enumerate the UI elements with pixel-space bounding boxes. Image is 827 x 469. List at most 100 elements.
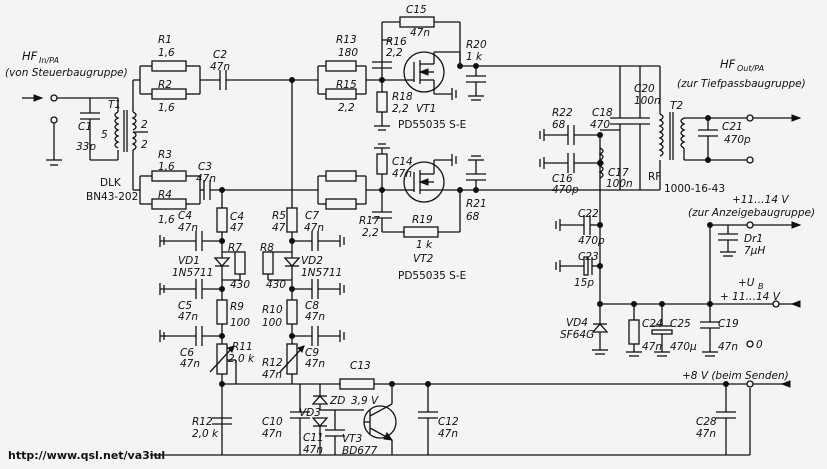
c8-ref: C8 xyxy=(305,300,319,312)
r19-ref: R18 xyxy=(392,91,413,103)
c21-value: 470 xyxy=(590,119,610,131)
r19-value: 2,2 xyxy=(392,103,409,115)
r8-value: 430 xyxy=(266,279,286,291)
c18-value: 68 xyxy=(466,211,480,223)
input-terminal[interactable] xyxy=(50,94,58,102)
vt1-ref: VT1 xyxy=(416,103,436,115)
c12-value: 47n xyxy=(303,444,323,456)
c23-ref: C21 xyxy=(722,121,743,133)
vd1-type: 1N5711 xyxy=(172,267,213,279)
c5-value: 47n xyxy=(178,311,198,323)
r10-ref: R10 xyxy=(262,304,283,316)
ub-label: +U xyxy=(738,277,755,289)
c3-ref: C3 xyxy=(198,161,212,173)
ub-arrow-icon xyxy=(790,300,801,308)
c2-value: 47n xyxy=(210,61,230,73)
c1-value: 33p xyxy=(76,141,96,153)
t1-turns-sec2: 2 xyxy=(141,139,148,151)
r14-ref: C24 xyxy=(642,318,663,330)
r5-ref: C4 xyxy=(230,211,244,223)
r9-value: 100 xyxy=(230,317,250,329)
t2-core1: RF xyxy=(648,171,661,183)
display-terminal[interactable] xyxy=(746,221,754,229)
out-title-sub: Out/PA xyxy=(737,64,764,73)
r11-value: 2,0 k xyxy=(228,353,255,365)
t2-core2: 1000-16-43 xyxy=(664,183,725,195)
regulator: ZD 3,9 V VD3 C11 47n VT3 BD677 C13 47n 4… xyxy=(150,360,791,457)
c6-ref: C6 xyxy=(180,347,194,359)
dr1-ref: C17 xyxy=(608,167,629,179)
vd4-type: SF64G xyxy=(560,329,594,341)
r11-ref: R11 xyxy=(232,341,253,353)
c24-value: 470p xyxy=(578,235,605,247)
send-voltage: +8 V (beim Senden) xyxy=(682,370,789,382)
r7-value: 430 xyxy=(230,279,250,291)
c20-ref: R22 xyxy=(552,107,573,119)
vt2-type: PD55035 S-E xyxy=(398,270,466,282)
c16-value: 1 k xyxy=(466,51,483,63)
output-terminal[interactable] xyxy=(746,114,754,122)
c7-value: 47n xyxy=(304,222,324,234)
r4-value: 1,6 xyxy=(158,214,175,226)
out-dest: (zur Tiefpassbaugruppe) xyxy=(677,78,806,90)
vd2-type: 1N5711 xyxy=(301,267,342,279)
t1-ref: T1 xyxy=(108,99,121,111)
send-terminal[interactable] xyxy=(746,380,754,388)
r3-ref: R3 xyxy=(158,149,172,161)
c2-ref: C2 xyxy=(213,49,227,61)
c3-value: 47n xyxy=(196,173,216,185)
c22-ref: C20 xyxy=(634,83,655,95)
r14-value: 47n xyxy=(642,341,662,353)
c9-ref: C9 xyxy=(305,347,319,359)
r16-ref: R15 xyxy=(336,79,357,91)
send-arrow-icon xyxy=(780,380,791,388)
c1-ref: C1 xyxy=(78,121,92,133)
vt2-symbol xyxy=(403,161,445,203)
r6-ref: R5 xyxy=(272,210,286,222)
c5-ref: C5 xyxy=(178,300,192,312)
output-section: R22 68 C16 470p C17 100n C18 470 C20 100… xyxy=(539,57,806,225)
bias-network: C4 47 47 C4 47n VD1 1N5711 R7 430 C5 47n… xyxy=(159,207,345,455)
input-ground-terminal[interactable] xyxy=(50,116,58,124)
output-arrow-icon xyxy=(791,114,802,122)
gnd-label: 0 xyxy=(756,339,763,351)
vd4-ref: VD4 xyxy=(566,317,588,329)
display-arrow-icon xyxy=(791,221,802,229)
c4-value: 47n xyxy=(178,222,198,234)
r6-value: 47 xyxy=(272,222,286,234)
vd3-ref: VD3 xyxy=(299,407,321,419)
input-arrow-icon xyxy=(33,94,44,102)
out-title: HF xyxy=(720,57,736,71)
gnd-terminal[interactable] xyxy=(746,340,754,348)
r8-ref: R8 xyxy=(260,242,274,254)
r15-value: 180 xyxy=(338,47,358,59)
input-resistor-network: R1 1,6 R2 1,6 R3 1,6 R4 1,6 C2 47n C3 47… xyxy=(139,34,318,226)
r21-ref: C15 xyxy=(406,4,427,16)
c20-value: 68 xyxy=(552,119,566,131)
c27-value: 47n xyxy=(718,341,738,353)
vt2-ref: VT2 xyxy=(413,253,434,265)
c10-ref: R12 xyxy=(192,416,213,428)
c22-value: 100n xyxy=(634,95,661,107)
r2-value: 1,6 xyxy=(158,102,175,114)
output-ground-terminal[interactable] xyxy=(746,156,754,164)
c14-ref: R16 xyxy=(386,36,407,48)
c26-ref: C25 xyxy=(670,318,691,330)
r2-ref: R2 xyxy=(158,79,172,91)
display-voltage: +11…14 V xyxy=(732,194,789,206)
r4-ref: R4 xyxy=(158,189,172,201)
c4-ref: C4 xyxy=(178,210,192,222)
r16-value: 2,2 xyxy=(338,102,355,114)
footer-url[interactable]: http://www.qsl.net/va3iul xyxy=(8,449,165,462)
c18-ref: R21 xyxy=(466,198,487,210)
ub-voltage: + 11…14 V xyxy=(720,291,781,303)
c10-value: 2,0 k xyxy=(192,428,219,440)
r1-value: 1,6 xyxy=(158,47,175,59)
c19-ref: Dr1 xyxy=(744,233,763,245)
c25-ref: C23 xyxy=(578,251,599,263)
zd-label: ZD xyxy=(329,395,345,407)
r20-ref: C14 xyxy=(392,156,413,168)
c28-value: 47n xyxy=(696,428,716,440)
vt1-type: PD55035 S-E xyxy=(398,119,466,131)
